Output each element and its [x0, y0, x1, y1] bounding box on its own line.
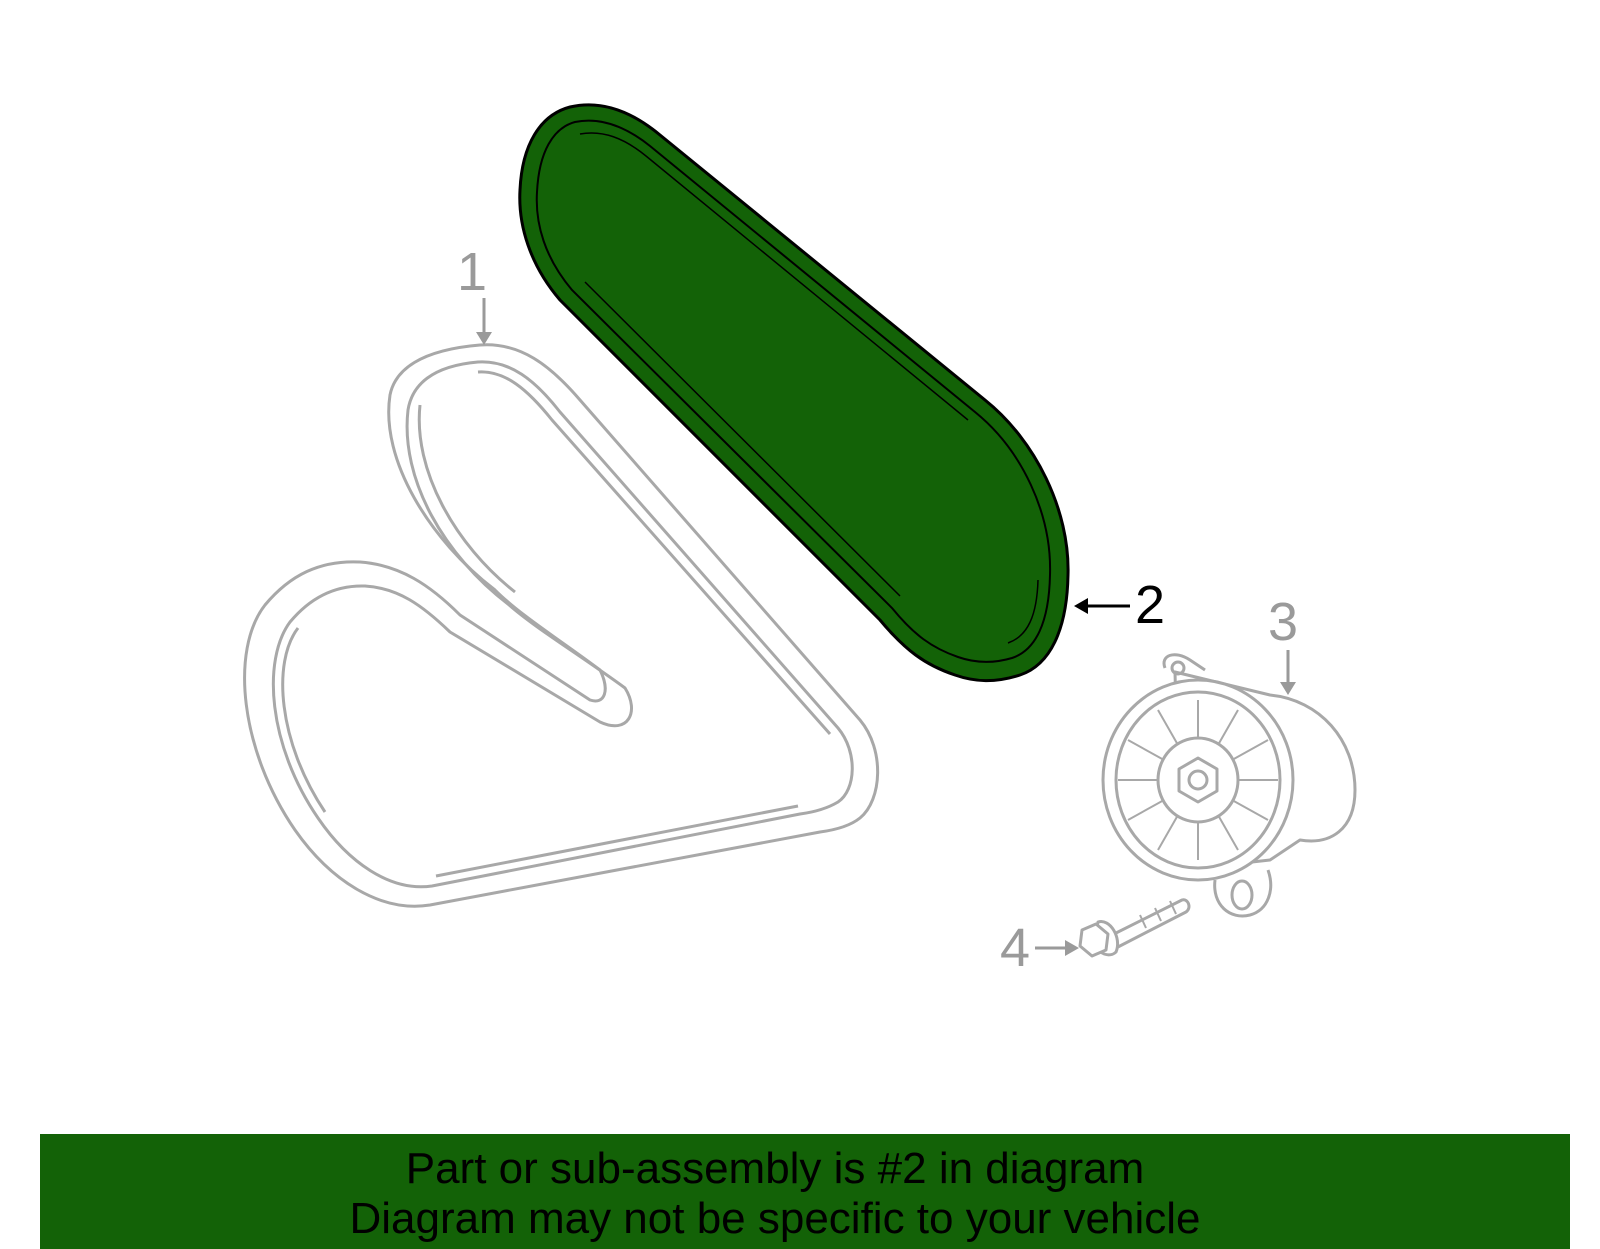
- pulley-ribs: [1118, 700, 1278, 860]
- bolt-part-4[interactable]: [1078, 898, 1191, 958]
- callout-4-label: 4: [1000, 918, 1030, 978]
- callout-1: 1: [457, 242, 492, 345]
- banner-line-disclaimer: Diagram may not be specific to your vehi…: [349, 1194, 1201, 1243]
- drive-belt-body: [518, 103, 1070, 683]
- callout-2-label: 2: [1135, 575, 1165, 635]
- serpentine-belt-part-1[interactable]: [243, 343, 880, 908]
- banner-line-part-number: Part or sub-assembly is #2 in diagram: [405, 1144, 1145, 1193]
- callout-4: 4: [1000, 918, 1079, 978]
- callout-2: 2: [1074, 575, 1165, 635]
- callout-1-label: 1: [457, 242, 487, 302]
- callout-3-label: 3: [1268, 592, 1298, 652]
- info-banner: Part or sub-assembly is #2 in diagram Di…: [40, 1134, 1570, 1249]
- drive-belt-part-2[interactable]: [518, 103, 1070, 683]
- callout-3: 3: [1268, 592, 1298, 695]
- belt-tensioner-part-3[interactable]: [1101, 653, 1357, 918]
